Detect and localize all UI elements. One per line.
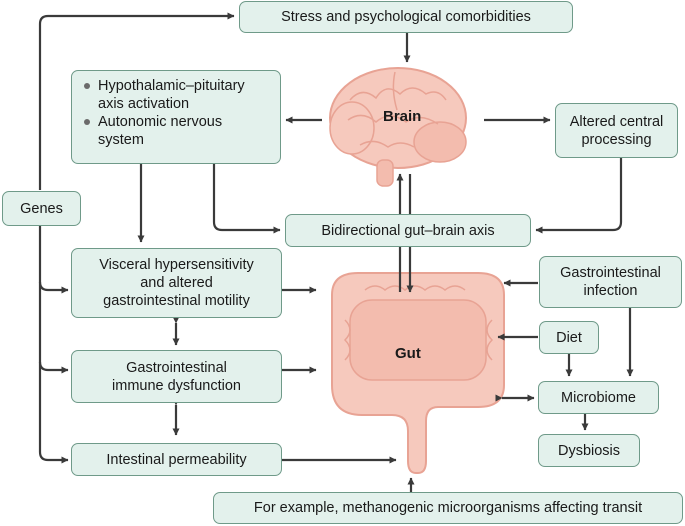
example-label: For example, methanogenic microorganisms… [253, 500, 643, 516]
example-box: For example, methanogenic microorganisms… [213, 492, 683, 524]
visceral-line-1: Visceral hypersensitivity [99, 257, 254, 273]
arrow-genes-to-immune [38, 282, 69, 374]
brain-label: Brain [383, 108, 422, 125]
stress-label: Stress and psychological comorbidities [281, 9, 531, 25]
immune-line-1: Gastrointestinal [126, 359, 227, 376]
visceral-box: Visceral hypersensitivity and altered ga… [71, 248, 282, 318]
microbiome-label: Microbiome [561, 389, 636, 406]
arrow-genes-to-permeability [38, 362, 69, 464]
arrow-hpa-to-bidirectional [212, 164, 281, 234]
altered-central-box: Altered central processing [555, 103, 678, 158]
dysbiosis-label: Dysbiosis [557, 442, 621, 459]
permeability-box: Intestinal permeability [71, 443, 282, 476]
gi-infection-line-1: Gastrointestinal [560, 265, 661, 281]
hpa-item-ans: Autonomic nervous system [84, 113, 270, 149]
altered-central-line-1: Altered central [569, 113, 664, 130]
genes-label: Genes [20, 200, 63, 217]
microbiome-box: Microbiome [538, 381, 659, 414]
immune-line-2: immune dysfunction [112, 377, 241, 394]
diet-label: Diet [556, 329, 582, 346]
arrow-genes-to-visceral [38, 226, 69, 294]
diet-box: Diet [539, 321, 599, 354]
gut-label: Gut [395, 345, 421, 362]
gi-infection-line-2: infection [583, 283, 638, 299]
arrows [38, 12, 634, 494]
hpa-box: Hypothalamic–pituitary axis activation A… [71, 70, 281, 164]
stress-box: Stress and psychological comorbidities [239, 1, 573, 33]
gi-infection-box: Gastrointestinal infection [539, 256, 682, 308]
hpa-item-hpa: Hypothalamic–pituitary axis activation [84, 77, 270, 113]
dysbiosis-box: Dysbiosis [538, 434, 640, 467]
bidirectional-box: Bidirectional gut–brain axis [285, 214, 531, 247]
immune-box: Gastrointestinal immune dysfunction [71, 350, 282, 403]
arrow-central-to-bidirectional [535, 158, 623, 234]
bidirectional-label: Bidirectional gut–brain axis [321, 222, 495, 239]
permeability-label: Intestinal permeability [106, 451, 247, 468]
genes-box: Genes [2, 191, 81, 226]
hpa-list: Hypothalamic–pituitary axis activation A… [84, 77, 270, 149]
visceral-line-2: and altered [140, 275, 213, 291]
arrow-genes-to-stress [38, 12, 235, 190]
gut-illustration [331, 272, 505, 474]
altered-central-line-2: processing [581, 131, 652, 148]
brain-illustration [329, 67, 467, 187]
visceral-line-3: gastrointestinal motility [103, 293, 250, 309]
